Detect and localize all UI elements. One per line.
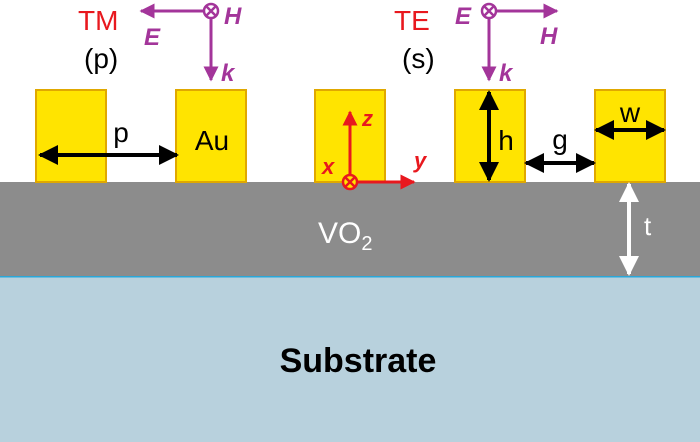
te-k-label: k: [499, 60, 514, 87]
te-h-label: H: [540, 23, 558, 50]
tm-e-label: E: [144, 24, 161, 51]
z-axis-label: z: [361, 106, 373, 131]
y-axis-label: y: [413, 148, 428, 173]
gold-bar-1: [35, 89, 107, 183]
gold-label: Au: [195, 125, 229, 156]
x-axis-label: x: [321, 154, 335, 179]
height-label: h: [498, 125, 514, 156]
vo2-layer: [0, 182, 700, 276]
gap-label: g: [552, 124, 568, 155]
gold-bar-2: [175, 89, 247, 183]
coordinate-axes: z y x: [321, 106, 428, 191]
tm-k-label: k: [221, 60, 236, 87]
thickness-label: t: [644, 211, 652, 241]
substrate-layer: [0, 276, 700, 442]
period-label: p: [113, 117, 129, 148]
vo2-label: VO2: [318, 217, 372, 255]
width-label: w: [619, 97, 641, 128]
te-title: TE: [394, 5, 430, 36]
te-polarization: TE (s) E H k: [394, 2, 559, 87]
tm-polarization: TM (p) E H k: [78, 2, 242, 87]
te-mode: (s): [402, 43, 435, 74]
tm-h-label: H: [224, 3, 242, 30]
substrate-label: Substrate: [280, 342, 437, 380]
tm-title: TM: [78, 5, 118, 36]
tm-mode: (p): [84, 43, 118, 74]
te-e-label: E: [455, 3, 472, 30]
